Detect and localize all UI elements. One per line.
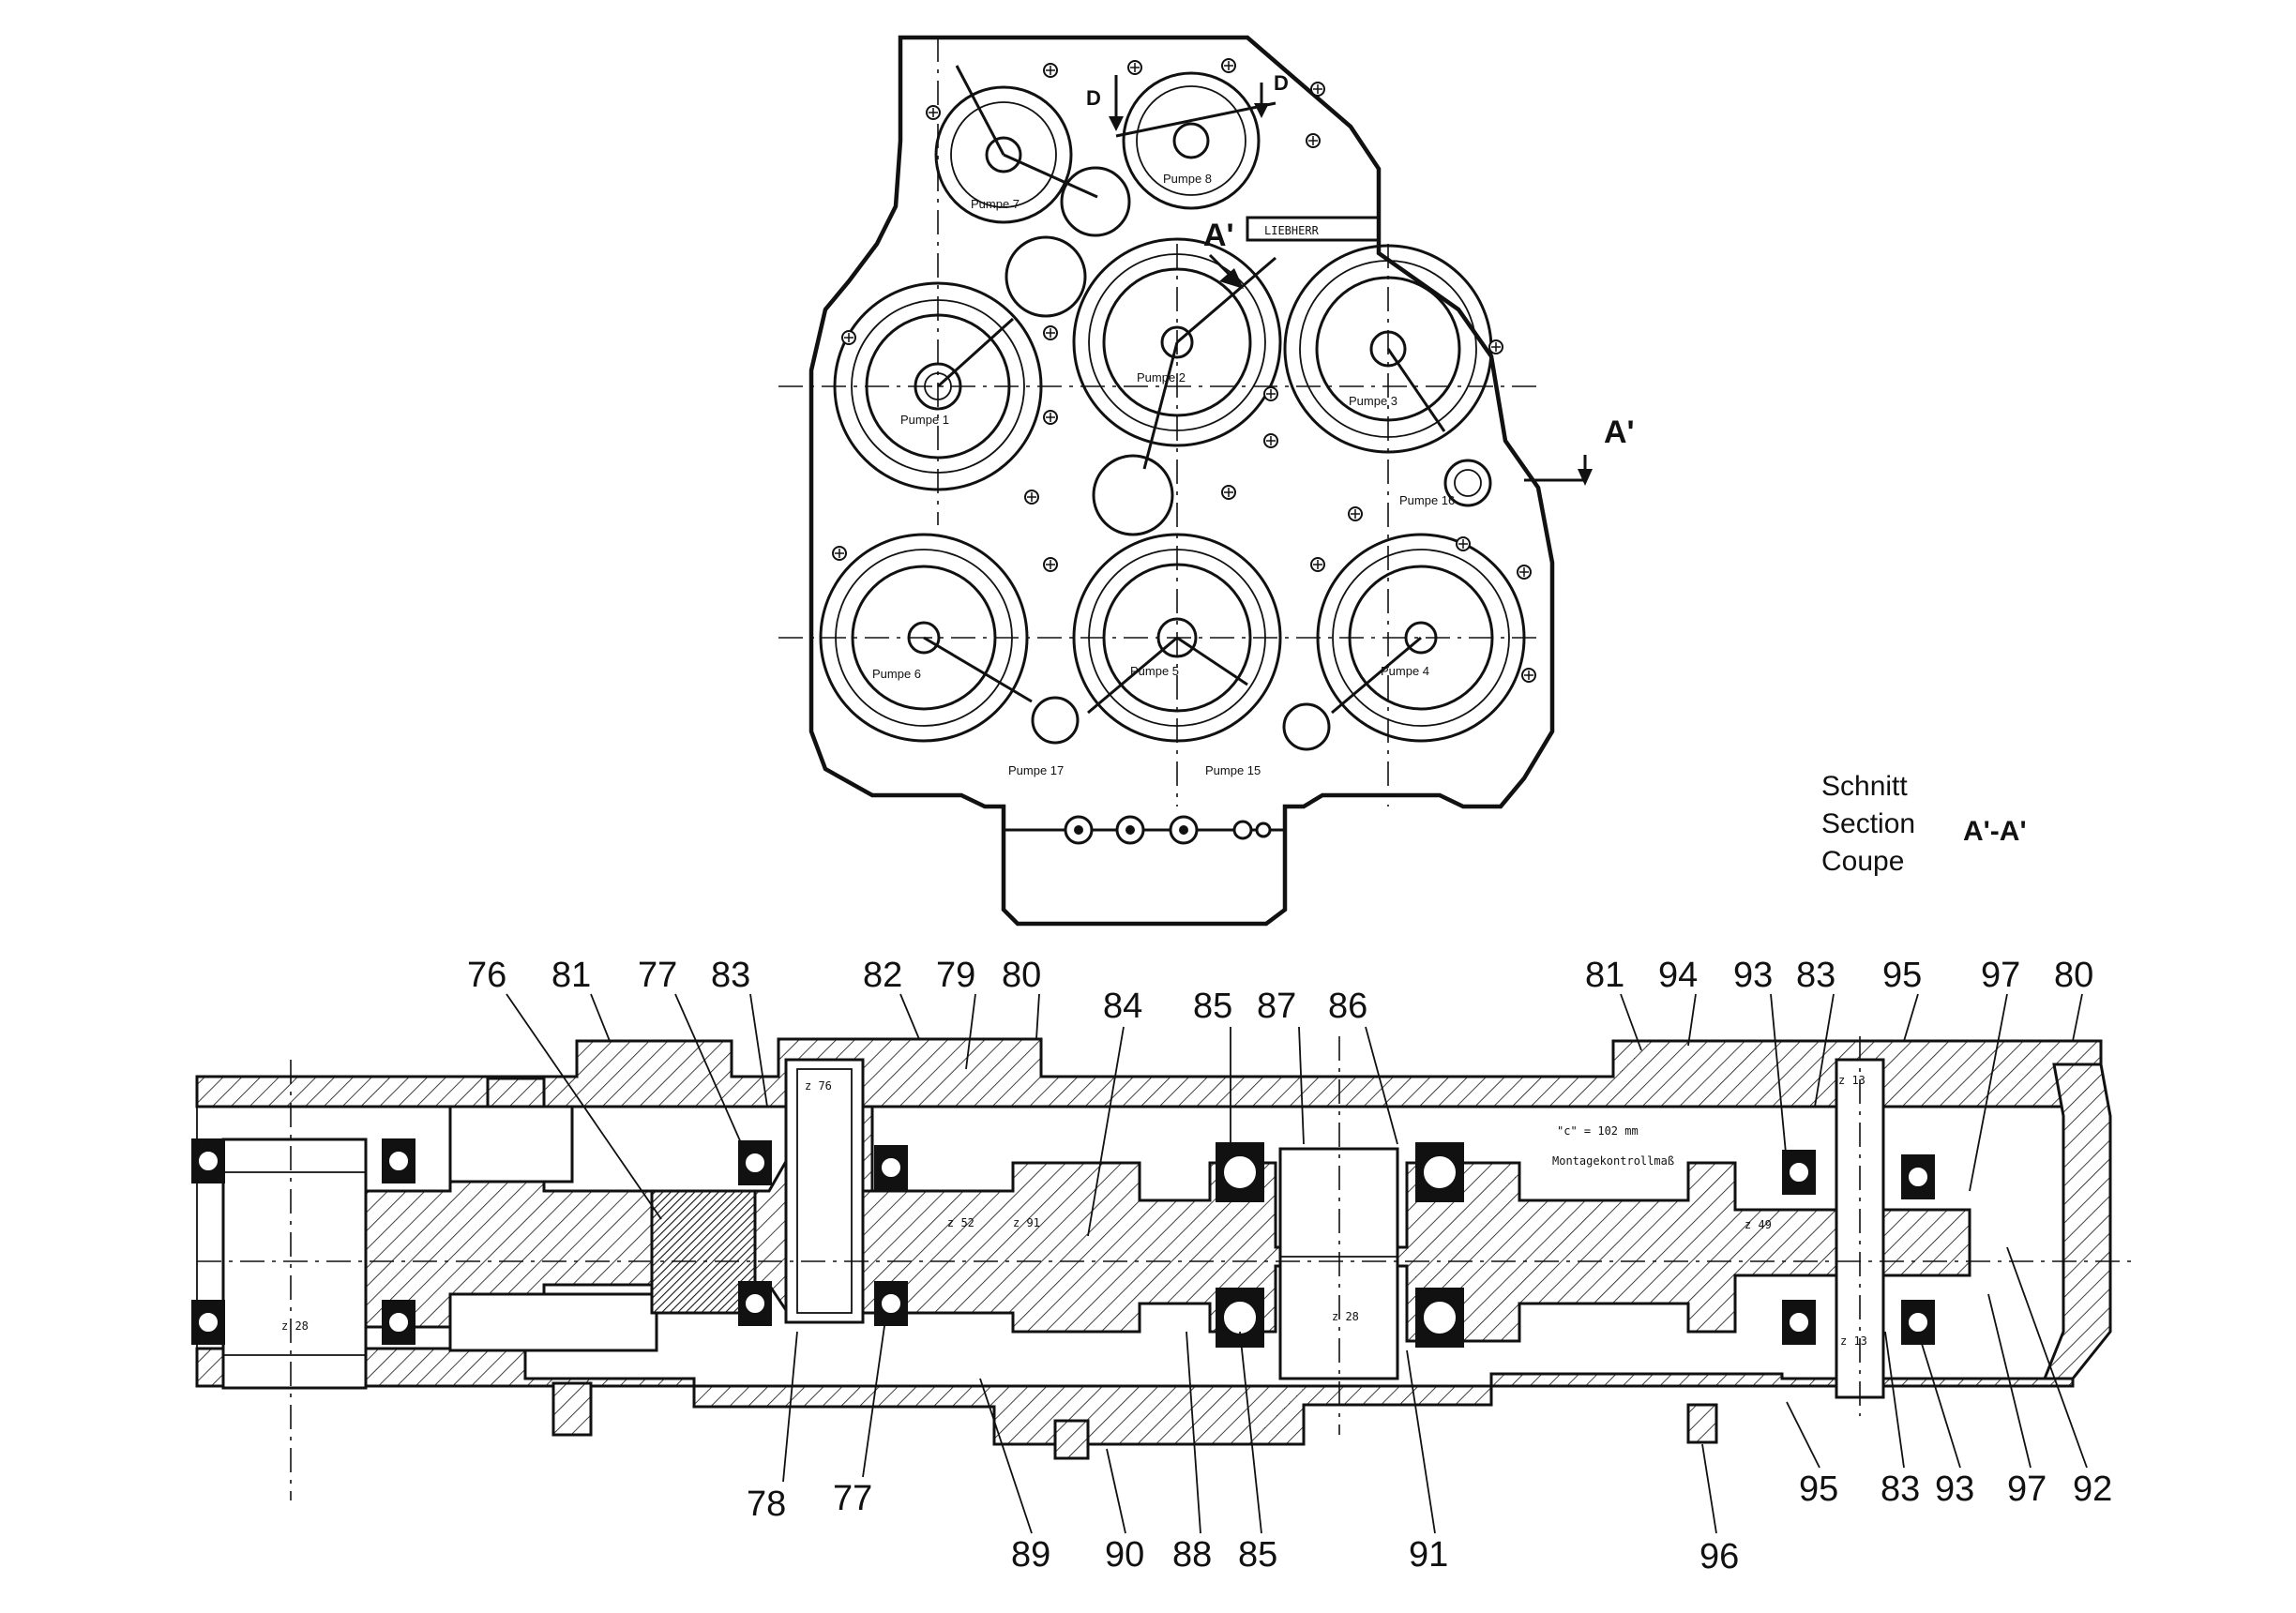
pedestal-ports [1064,815,1272,845]
callout-81a: 81 [551,956,591,995]
gear-mark-7: z 13 [1838,1074,1866,1087]
callout-77a: 77 [638,956,677,995]
pump-15-label: Pumpe 15 [1205,763,1261,777]
pump-7: Pumpe 7 [934,65,1098,224]
pump-5-label: Pumpe 5 [1130,664,1179,678]
recess-2 [448,1292,658,1352]
gear-mark-2: z 76 [805,1079,832,1093]
view-letter-right: D [1274,71,1289,95]
pump-3: Pumpe 3 [1283,244,1493,454]
section-marker-upper: A' [1203,218,1244,289]
section-title: Schnitt Section Coupe A'-A' [1821,771,2027,877]
spline-hub [650,1189,757,1315]
gear-left [221,1138,368,1390]
central-shaft [861,1161,1971,1343]
brand-plate-text: LIEBHERR [1264,224,1320,237]
pump-16-label: Pumpe 16 [1399,493,1455,507]
pump-17-label: Pumpe 17 [1008,763,1064,777]
callout-90: 90 [1105,1535,1144,1575]
pump-2-label: Pumpe 2 [1137,370,1186,384]
callout-85a: 85 [1193,987,1232,1026]
callout-79: 79 [936,956,975,995]
callout-95a: 95 [1882,956,1922,995]
callout-94: 94 [1658,956,1698,995]
callout-86: 86 [1328,987,1367,1026]
callout-87: 87 [1257,987,1296,1026]
pump-1-label: Pumpe 1 [900,413,949,427]
pump-2: Pumpe 2 [1072,237,1282,470]
pump-16: Pumpe 16 [1399,459,1492,507]
callout-93b: 93 [1935,1470,1974,1509]
view-letter-left: D [1086,86,1101,110]
section-letter-upper: A' [1203,218,1234,253]
boss-right [1686,1403,1718,1444]
gear-mark-1: z 28 [281,1319,309,1333]
pump-8: Pumpe 8 [1115,71,1276,210]
callout-81b: 81 [1585,956,1624,995]
idler-gear-small [1060,166,1131,237]
gear-mark-3: z 52 [947,1216,974,1229]
housing-outline [808,35,1555,927]
callouts-top: 76 81 77 83 82 79 80 84 85 87 86 81 94 9… [467,956,2093,1237]
callout-80a: 80 [1002,956,1041,995]
boss-mid [1053,1419,1090,1460]
view-marker-d: D D [1086,71,1289,131]
callout-83a: 83 [711,956,750,995]
callout-80b: 80 [2054,956,2093,995]
callout-97a: 97 [1981,956,2020,995]
callout-82: 82 [863,956,902,995]
boss-left [551,1381,593,1437]
callout-91: 91 [1409,1535,1448,1575]
section-title-fr: Coupe [1821,846,1904,877]
callout-88: 88 [1172,1535,1212,1575]
pump-8-label: Pumpe 8 [1163,172,1212,186]
section-letter-right: A' [1604,415,1635,450]
section-marker-right: A' [1524,415,1635,486]
pump-17 [1031,696,1080,745]
pump-4-label: Pumpe 4 [1381,664,1429,678]
housing-top-wall [195,1037,2103,1108]
front-view: Pumpe 7 Pumpe 8 LIEBHERR Pumpe 1 [778,35,1635,927]
callout-83c: 83 [1881,1470,1920,1509]
callouts-bottom: 78 77 89 90 88 85 91 96 95 83 93 97 92 [747,1246,2112,1576]
callout-95b: 95 [1799,1470,1838,1509]
callout-89: 89 [1011,1535,1050,1575]
gear-mark-5: z 28 [1332,1310,1359,1323]
pump-15 [1282,702,1331,751]
callout-92: 92 [2073,1470,2112,1509]
pump-5: Pumpe 5 [1072,533,1282,743]
pump-3-label: Pumpe 3 [1349,394,1397,408]
end-cover [2042,1063,2112,1380]
callout-78: 78 [747,1485,786,1524]
recess-1 [448,1105,574,1183]
section-title-de: Schnitt [1821,771,1908,802]
pump-1: Pumpe 1 [833,281,1043,491]
pump-7-label: Pumpe 7 [971,197,1020,211]
callout-76: 76 [467,956,506,995]
pump-6-label: Pumpe 6 [872,667,921,681]
callout-93a: 93 [1733,956,1773,995]
callout-97b: 97 [2007,1470,2047,1509]
section-designation: A'-A' [1963,816,2027,847]
section-view: z 28 z 76 z 52 z 91 z 28 z 49 z 13 z 13 … [190,1036,2138,1500]
pump-4: Pumpe 4 [1316,533,1526,743]
gear-mark-4: z 91 [1013,1216,1040,1229]
callout-85b: 85 [1238,1535,1277,1575]
idler-gear [1004,235,1087,318]
gear-mark-8: z 13 [1840,1334,1867,1348]
callout-84: 84 [1103,987,1142,1026]
callout-96: 96 [1699,1537,1739,1576]
section-title-en: Section [1821,808,1915,839]
brand-plate [1246,216,1381,242]
housing-bottom-wall [195,1347,2075,1446]
pump-6: Pumpe 6 [819,533,1033,743]
note-check: Montagekontrollmaß [1552,1154,1674,1168]
gear-mark-6: z 49 [1745,1218,1772,1231]
note-dimension: "c" = 102 mm [1557,1124,1639,1138]
gear-z76 [784,1058,865,1324]
callout-77b: 77 [833,1479,872,1518]
callout-83b: 83 [1796,956,1835,995]
idler-gear-lower [1092,454,1174,536]
